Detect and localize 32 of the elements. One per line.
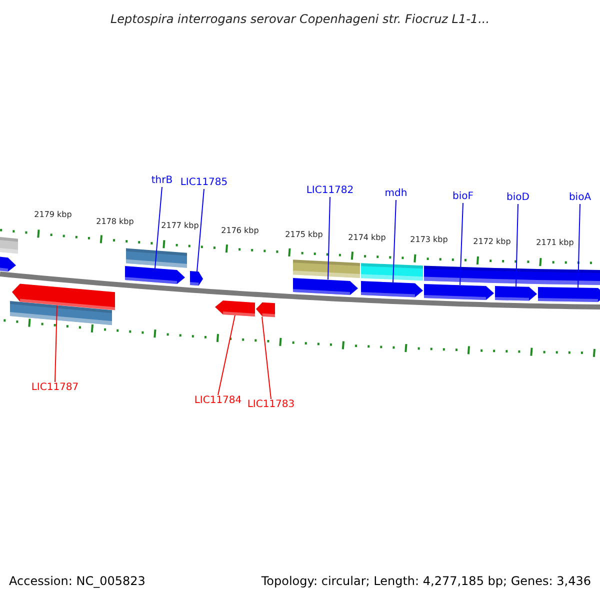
tick-label: 2178 kbp (96, 218, 134, 226)
gene-label: mdh (384, 189, 408, 199)
gene-label: LIC11785 (180, 178, 228, 188)
gene-label: LIC11787 (31, 383, 79, 393)
accession-text: Accession: NC_005823 (9, 575, 146, 587)
gene-label: LIC11783 (247, 400, 295, 410)
tick-label: 2177 kbp (161, 222, 199, 230)
tick-label: 2172 kbp (473, 238, 511, 246)
gene-label: bioF (452, 192, 474, 202)
gene-label: thrB (151, 176, 173, 186)
tick-label: 2179 kbp (34, 211, 72, 219)
tick-label: 2171 kbp (536, 239, 574, 247)
leader-line (460, 202, 464, 286)
tick-label: 2173 kbp (410, 236, 448, 244)
map-summary-text: Topology: circular; Length: 4,277,185 bp; Genes: 3,436 (261, 575, 591, 587)
leader-line (392, 200, 396, 283)
map-title: Leptospira interrogans serovar Copenhageni str. Fiocruz L1-1... (109, 13, 491, 25)
leader-line (516, 204, 518, 287)
tick-label: 2175 kbp (285, 231, 323, 239)
leader-line (154, 186, 162, 269)
leader-line (262, 316, 272, 400)
tick-label: 2176 kbp (221, 227, 259, 235)
gene-label: bioA (568, 193, 592, 203)
leader-line (218, 314, 236, 396)
leader-line (578, 204, 580, 288)
tick-label: 2174 kbp (348, 234, 386, 242)
leader-line (328, 196, 330, 280)
leader-line (196, 188, 204, 272)
gene-label: LIC11784 (194, 396, 242, 406)
gene-label: bioD (506, 193, 530, 203)
gene-label: LIC11782 (306, 186, 354, 196)
leader-line (54, 304, 58, 382)
